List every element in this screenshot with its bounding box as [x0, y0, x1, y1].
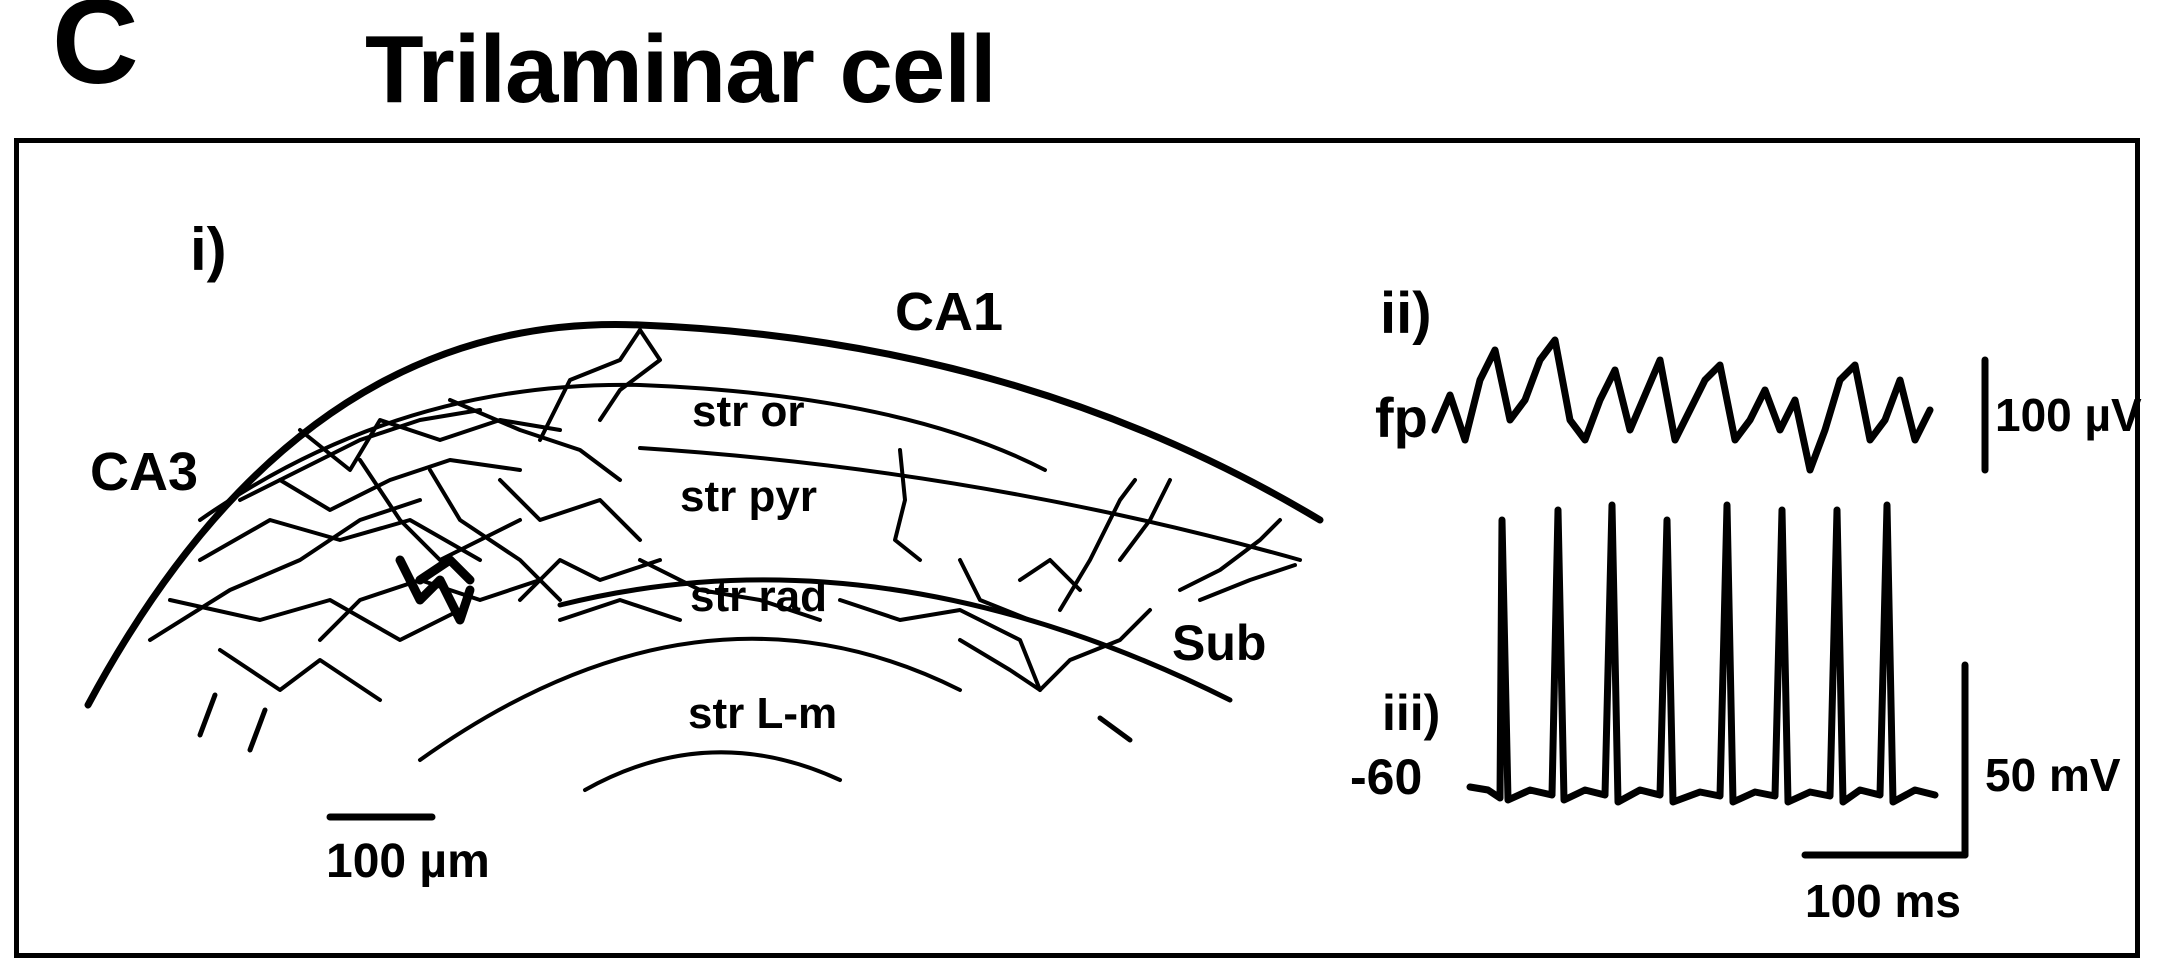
region-label-ca1: CA1 — [895, 282, 1004, 342]
neuron-arbor — [148, 328, 1297, 702]
dg-tick-1 — [197, 692, 218, 738]
str-lm-boundary — [418, 636, 962, 762]
dg-tick-2 — [247, 707, 268, 753]
fp-scale-label: 100 µV — [1995, 389, 2142, 441]
layer-label-str-pyr: str pyr — [680, 472, 817, 521]
fp-trace-label: fp — [1375, 386, 1428, 449]
subpanel-i-label: i) — [190, 216, 227, 283]
layer-label-str-or: str or — [692, 387, 805, 436]
fissure-arc — [583, 750, 842, 792]
fp-trace — [1431, 336, 1934, 474]
sub-tick — [1097, 715, 1133, 743]
str-rad-boundary — [557, 577, 1233, 703]
layer-label-str-lm: str L-m — [688, 689, 838, 738]
region-label-ca3: CA3 — [90, 442, 199, 502]
soma-cluster — [395, 555, 475, 625]
figure-title: Trilaminar cell — [365, 16, 997, 123]
scale-bar-label: 100 µm — [326, 835, 490, 888]
mv-scale-label: 50 mV — [1985, 749, 2121, 801]
membrane-baseline-label: -60 — [1350, 749, 1423, 805]
layer-label-str-rad: str rad — [690, 572, 827, 621]
membrane-trace — [1466, 501, 1939, 806]
panel-letter: C — [52, 0, 139, 109]
figure-frame — [14, 138, 2140, 958]
str-pyr-boundary — [638, 446, 1302, 562]
region-label-sub: Sub — [1172, 615, 1267, 671]
subpanel-iii-label: iii) — [1382, 685, 1441, 741]
ms-scale-label: 100 ms — [1805, 875, 1962, 927]
str-or-inner-boundary — [198, 382, 1047, 522]
subpanel-ii-label: ii) — [1380, 281, 1432, 346]
